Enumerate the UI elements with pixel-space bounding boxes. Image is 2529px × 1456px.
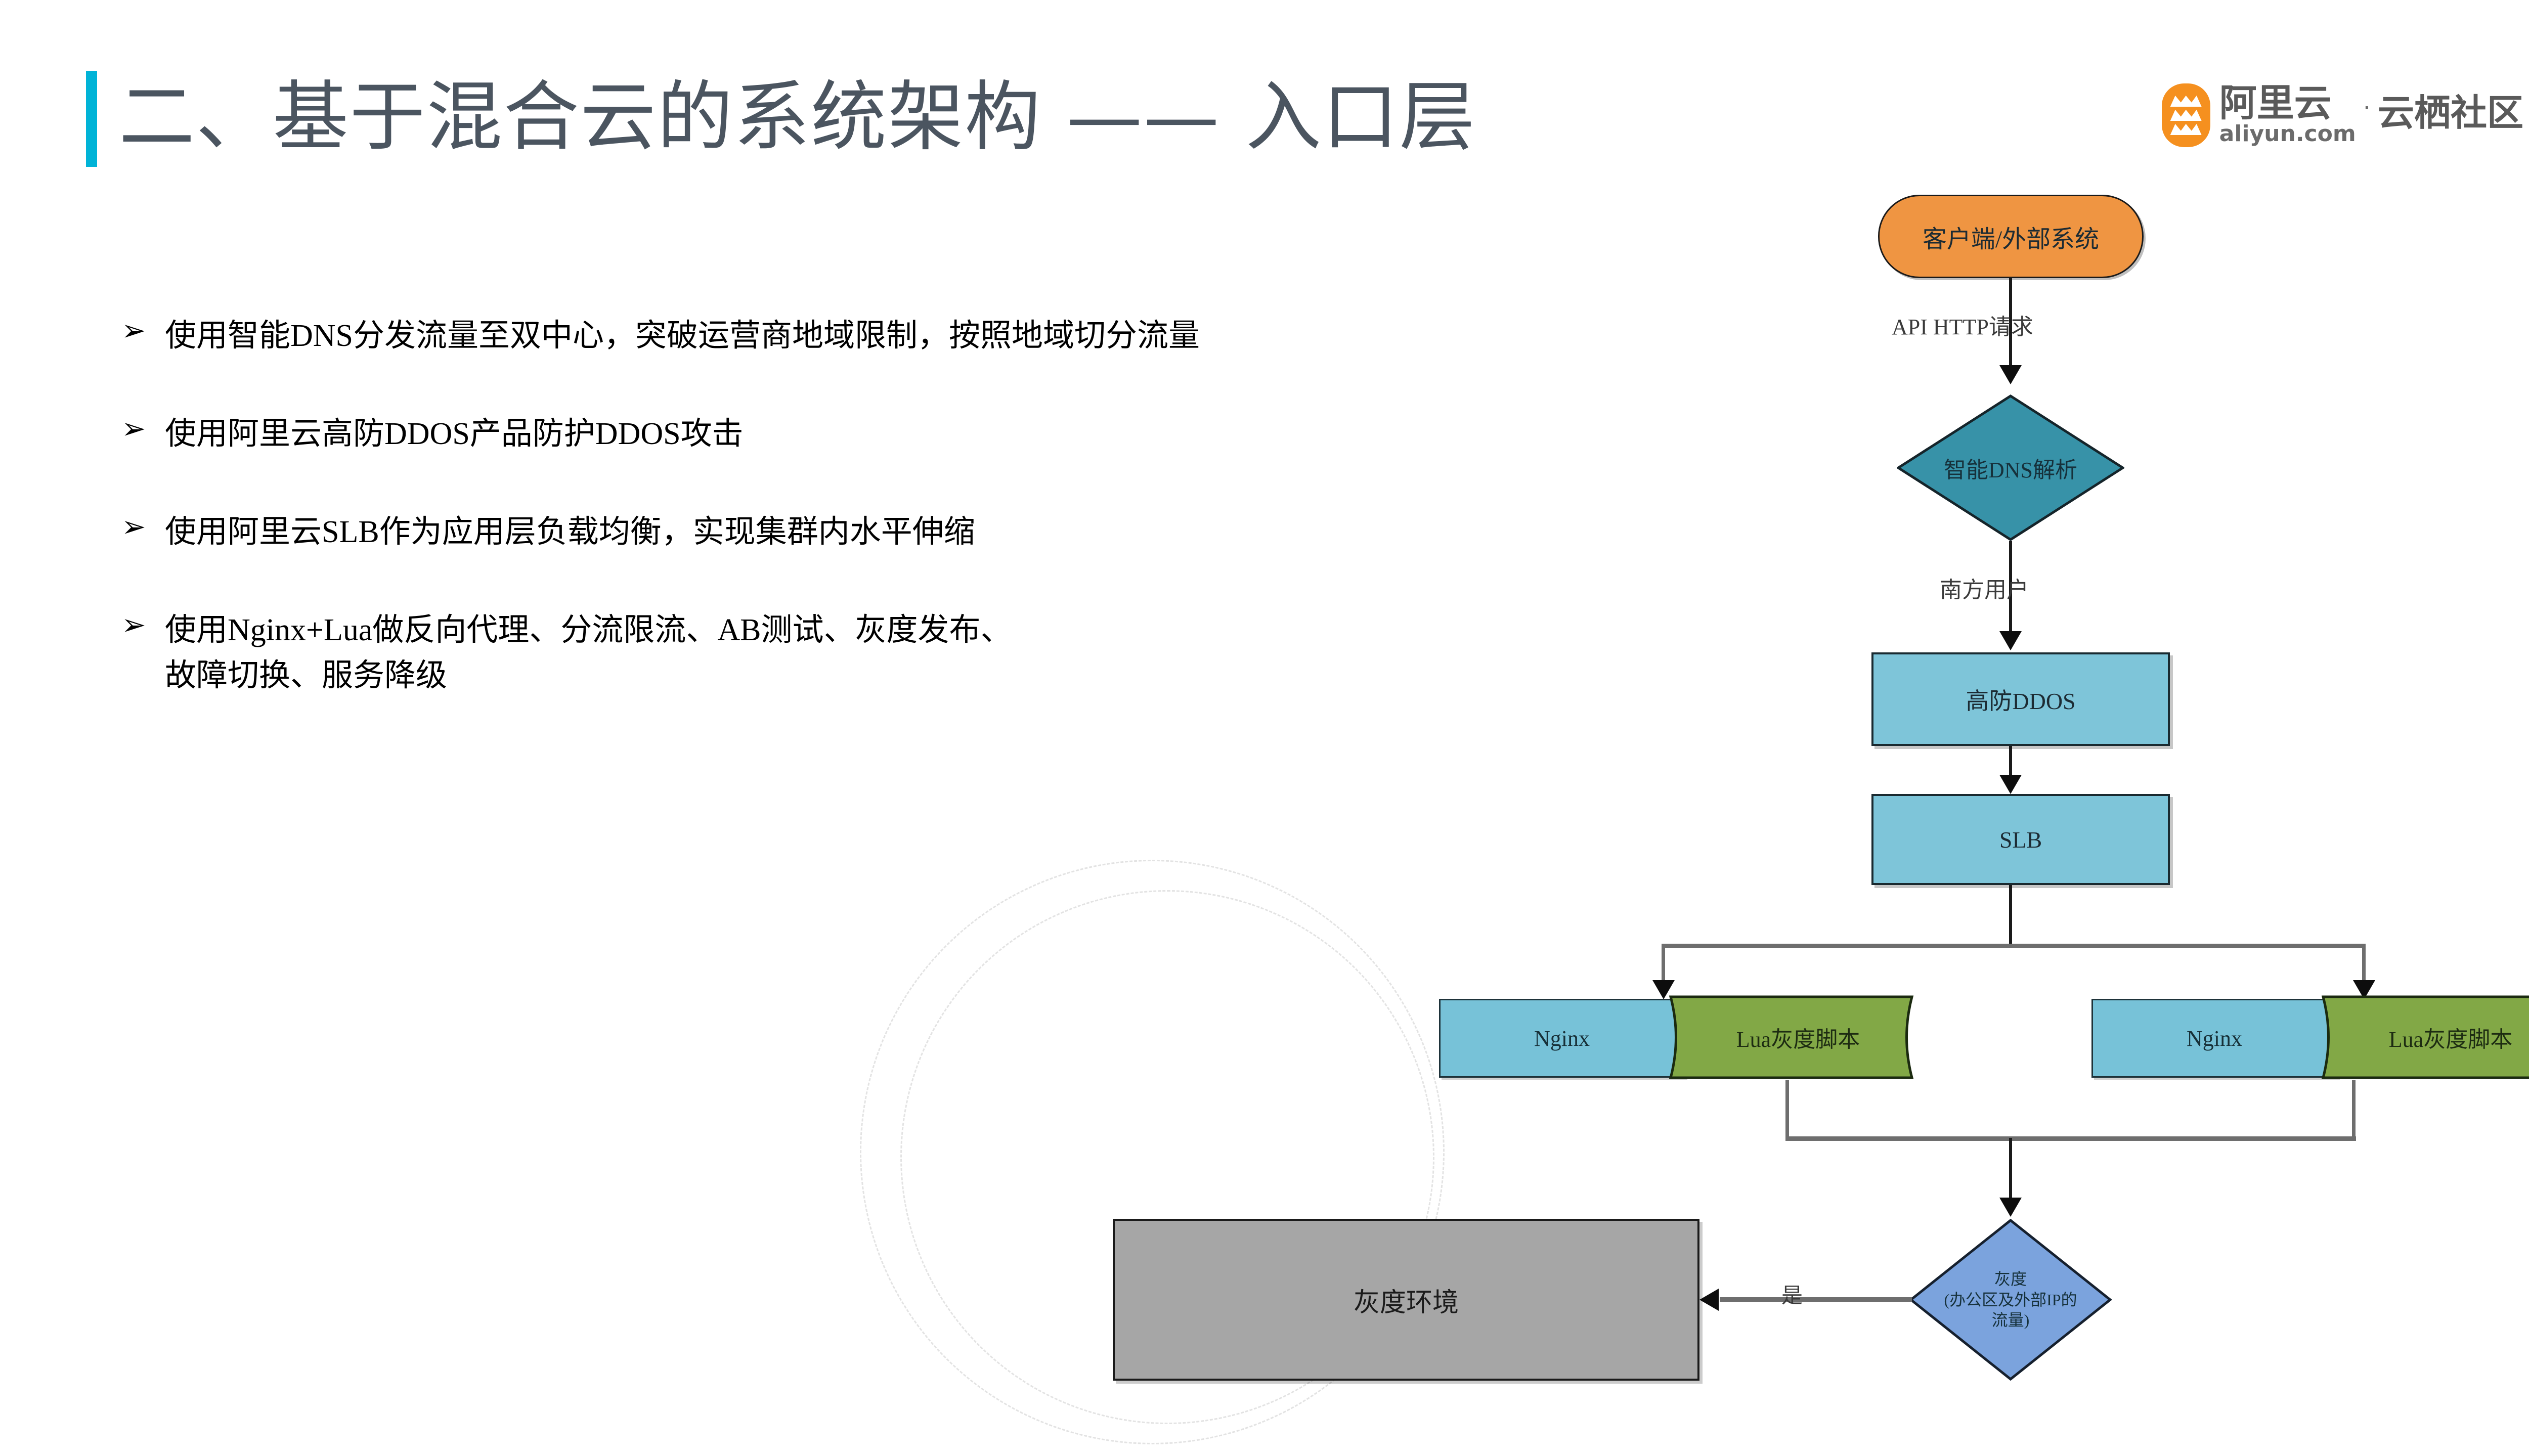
edge-label-yes: 是 bbox=[1781, 1285, 1803, 1308]
flow-node-client: 客户端/外部系统 bbox=[1878, 195, 2144, 278]
list-item: ➢ 使用Nginx+Lua做反向代理、分流限流、AB测试、灰度发布、 故障切换、… bbox=[121, 608, 1588, 699]
flow-node-gray-decision-label: 灰度 (办公区及外部IP的 流量) bbox=[1944, 1269, 2077, 1330]
bullet-arrow-icon: ➢ bbox=[121, 411, 146, 446]
arrowhead-to-gray-env bbox=[1699, 1289, 1719, 1311]
edge-slb-down bbox=[2009, 885, 2012, 946]
logo-brand-url: aliyun.com bbox=[2219, 121, 2356, 147]
flow-node-gray-env: 灰度环境 bbox=[1113, 1219, 1699, 1381]
list-item: ➢ 使用智能DNS分发流量至双中心，突破运营商地域限制，按照地域切分流量 bbox=[121, 314, 1588, 359]
bullet-text: 使用智能DNS分发流量至双中心，突破运营商地域限制，按照地域切分流量 bbox=[165, 319, 1200, 353]
bullet-list: ➢ 使用智能DNS分发流量至双中心，突破运营商地域限制，按照地域切分流量 ➢ 使… bbox=[121, 314, 1588, 751]
edge-merge-down bbox=[2009, 1138, 2012, 1201]
edge-merge-right bbox=[2352, 1080, 2356, 1140]
bullet-arrow-icon: ➢ bbox=[121, 313, 146, 347]
bullet-text: 使用Nginx+Lua做反向代理、分流限流、AB测试、灰度发布、 故障切换、服务… bbox=[165, 612, 1012, 693]
background-circle-inner bbox=[900, 890, 1434, 1424]
edge-dns-to-ddos bbox=[2009, 541, 2012, 632]
flow-node-lua-left-label: Lua灰度脚本 bbox=[1736, 1027, 1860, 1052]
arrowhead-dns-to-ddos bbox=[1999, 631, 2022, 650]
flow-node-dns: 智能DNS解析 bbox=[1897, 394, 2124, 541]
edge-label-south-users: 南方用户 bbox=[1940, 578, 2029, 602]
flow-node-dns-label: 智能DNS解析 bbox=[1943, 458, 2078, 482]
edge-split-right bbox=[2362, 944, 2366, 989]
page-title: 二、基于混合云的系统架构 —— 入口层 bbox=[119, 73, 1476, 161]
edge-split-bus bbox=[1662, 944, 2366, 948]
flow-node-gray-decision: 灰度 (办公区及外部IP的 流量) bbox=[1909, 1219, 2112, 1381]
bullet-text: 使用阿里云SLB作为应用层负载均衡，实现集群内水平伸缩 bbox=[165, 514, 975, 549]
logo-community-label: 云栖社区 bbox=[2377, 91, 2523, 134]
flow-node-nginx-right: Nginx bbox=[2091, 999, 2337, 1078]
aliyun-logo: 阿里云 aliyun.com · 云栖社区 bbox=[2161, 81, 2523, 147]
flow-node-nginx-left: Nginx bbox=[1439, 999, 1685, 1078]
arrowhead-ddos-to-slb bbox=[1999, 775, 2022, 794]
list-item: ➢ 使用阿里云高防DDOS产品防护DDOS攻击 bbox=[121, 412, 1588, 457]
flow-node-lua-right-label: Lua灰度脚本 bbox=[2388, 1027, 2513, 1052]
bullet-arrow-icon: ➢ bbox=[121, 607, 146, 642]
bullet-arrow-icon: ➢ bbox=[121, 509, 146, 544]
edge-split-left bbox=[1662, 944, 1665, 989]
edge-merge-bus bbox=[1785, 1136, 2356, 1141]
arrowhead-to-gray-decision bbox=[1999, 1198, 2022, 1217]
logo-separator: · bbox=[2363, 94, 2371, 122]
edge-ddos-to-slb bbox=[2009, 746, 2012, 776]
flow-node-slb: SLB bbox=[1871, 794, 2170, 885]
flow-node-lua-right: Lua灰度脚本 bbox=[2321, 994, 2529, 1081]
arrowhead-client-to-dns bbox=[1999, 365, 2022, 384]
edge-merge-left bbox=[1785, 1080, 1789, 1140]
edge-label-api-http: API HTTP请求 bbox=[1892, 315, 2033, 339]
logo-brand-cn: 阿里云 bbox=[2219, 81, 2332, 125]
bullet-text: 使用阿里云高防DDOS产品防护DDOS攻击 bbox=[165, 416, 744, 451]
aliyun-cloud-icon bbox=[2161, 83, 2210, 147]
title-accent-bar bbox=[86, 71, 97, 167]
flow-node-lua-left: Lua灰度脚本 bbox=[1669, 994, 1927, 1081]
list-item: ➢ 使用阿里云SLB作为应用层负载均衡，实现集群内水平伸缩 bbox=[121, 510, 1588, 555]
flow-node-ddos: 高防DDOS bbox=[1871, 652, 2170, 746]
edge-client-to-dns bbox=[2009, 278, 2012, 367]
background-circle-outer bbox=[860, 860, 1445, 1444]
edge-gray-decision-to-env bbox=[1720, 1297, 1912, 1302]
